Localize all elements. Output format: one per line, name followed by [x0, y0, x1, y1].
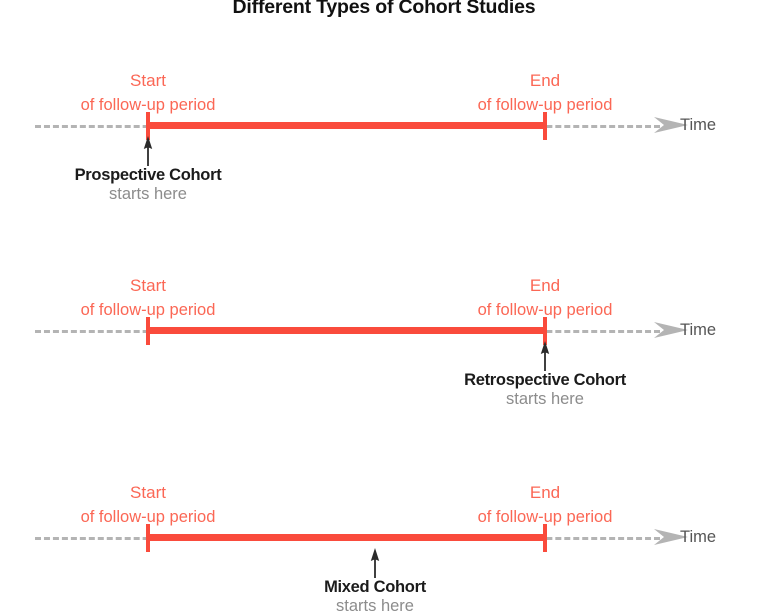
end-label-bottom: of follow-up period [477, 96, 613, 114]
time-axis-label: Time [680, 321, 717, 339]
page-title: Different Types of Cohort Studies [232, 0, 536, 18]
end-tick-marker [543, 112, 547, 140]
followup-period-bar [148, 534, 545, 541]
followup-period-bar [148, 327, 545, 334]
end-period-label: End of follow-up period [425, 68, 665, 118]
annotation-prospective: Prospective Cohort starts here [0, 136, 298, 204]
start-label-top: Start [130, 71, 166, 90]
start-label-top: Start [130, 276, 166, 295]
start-label-bottom: of follow-up period [80, 508, 216, 526]
annotation-title: Mixed Cohort [324, 578, 426, 596]
end-label-top: End [529, 71, 561, 90]
start-period-label: Start of follow-up period [28, 68, 268, 118]
end-period-label: End of follow-up period [425, 480, 665, 530]
annotation-subtitle: starts here [336, 597, 414, 614]
followup-period-bar [148, 122, 545, 129]
start-period-label: Start of follow-up period [28, 480, 268, 530]
end-label-bottom: of follow-up period [477, 301, 613, 319]
start-tick-marker [146, 524, 150, 552]
annotation-title: Prospective Cohort [74, 166, 222, 184]
start-period-label: Start of follow-up period [28, 273, 268, 323]
start-tick-marker [146, 112, 150, 140]
annotation-retrospective: Retrospective Cohort starts here [395, 341, 695, 409]
time-axis-label: Time [680, 116, 717, 134]
end-label-bottom: of follow-up period [477, 508, 613, 526]
start-label-bottom: of follow-up period [80, 301, 216, 319]
end-period-label: End of follow-up period [425, 273, 665, 323]
start-tick-marker [146, 317, 150, 345]
end-tick-marker [543, 524, 547, 552]
end-label-top: End [529, 483, 561, 502]
panel-mixed: Time Start of follow-up period End of fo… [0, 413, 768, 614]
panel-prospective: Time Start of follow-up period End of fo… [0, 0, 768, 203]
start-label-top: Start [130, 483, 166, 502]
annotation-title: Retrospective Cohort [464, 371, 626, 389]
end-label-top: End [529, 276, 561, 295]
annotation-subtitle: starts here [506, 390, 584, 408]
start-label-bottom: of follow-up period [80, 96, 216, 114]
annotation-subtitle: starts here [109, 185, 187, 203]
annotation-mixed: Mixed Cohort starts here [225, 548, 525, 614]
panel-retrospective: Time Start of follow-up period End of fo… [0, 206, 768, 409]
time-axis-label: Time [680, 528, 717, 546]
end-tick-marker [543, 317, 547, 345]
